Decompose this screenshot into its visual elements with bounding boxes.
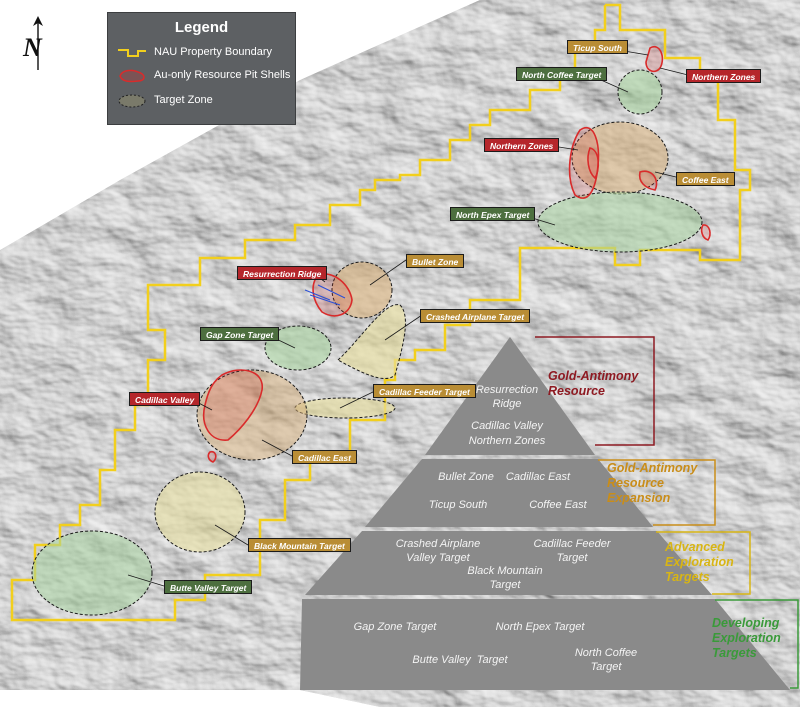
pyramid-tier-1	[425, 337, 595, 455]
pyramid-item-northern-zones: Northern Zones	[468, 435, 546, 447]
pyramid-item-black-mountain: Black Mountain Target	[467, 565, 543, 591]
category-advanced-exploration: Advanced Exploration Targets	[665, 540, 734, 584]
label-bullet-zone: Bullet Zone	[406, 254, 465, 268]
pit-shell-northern-1	[568, 127, 600, 199]
bracket-developing	[715, 599, 799, 689]
pyramid-tier-4	[300, 599, 790, 690]
pit-shell-resurrection	[312, 273, 353, 317]
legend-item-label: NAU Property Boundary	[154, 46, 272, 58]
legend-item-boundary: NAU Property Boundary	[116, 45, 291, 61]
north-arrow-letter: N	[22, 33, 43, 62]
pit-shells	[203, 45, 711, 463]
pyramid-item-cadillac-valley: Cadillac Valley	[471, 420, 543, 432]
pyramid-item-bullet-zone: Bullet Zone	[438, 471, 494, 483]
label-cadillac-valley: Cadillac Valley	[129, 392, 201, 406]
north-arrow-icon: N	[22, 16, 43, 70]
pit-shell-cadillac	[203, 369, 263, 441]
north-arrow: N	[14, 14, 54, 72]
label-coffee-east: Coffee East	[676, 172, 735, 186]
category-brackets	[535, 336, 799, 689]
pit-shell-ticup	[645, 45, 664, 73]
label-ticup-south: Ticup South	[567, 40, 628, 54]
label-cadillac-feeder-target: Cadillac Feeder Target	[373, 384, 476, 398]
pyramid-tier-3	[305, 531, 712, 595]
label-gap-zone-target: Gap Zone Target	[200, 327, 280, 341]
pyramid-item-resurrection-ridge: Resurrection Ridge	[475, 384, 539, 410]
legend-panel: Legend NAU Property Boundary Au-only Res…	[107, 12, 296, 125]
target-zone-butte-valley	[31, 530, 153, 616]
drillhole-markers	[304, 284, 346, 306]
target-zone-gap	[264, 325, 332, 371]
pit-shell-coffee-east	[638, 170, 658, 191]
target-zone-bullet	[331, 261, 393, 319]
category-gold-antimony-resource: Gold-Antimony Resource	[548, 369, 639, 398]
legend-item-label: Target Zone	[154, 94, 213, 106]
bracket-advanced	[656, 531, 751, 595]
label-north-epex-target: North Epex Target	[450, 207, 536, 221]
pyramid-item-cadillac-east: Cadillac East	[505, 471, 571, 483]
label-black-mountain-target: Black Mountain Target	[248, 538, 351, 552]
pyramid	[300, 337, 790, 690]
pit-shell-cadillac-small	[207, 450, 217, 463]
legend-item-pit-shell: Au-only Resource Pit Shells	[116, 68, 291, 84]
target-zone-black-mountain	[154, 471, 246, 553]
legend-item-target-zone: Target Zone	[116, 93, 291, 109]
target-zone-cadillac-feeder	[294, 397, 396, 419]
label-cadillac-east: Cadillac East	[292, 450, 357, 464]
bracket-resource	[535, 336, 655, 446]
category-developing-exploration: Developing Exploration Targets	[712, 616, 781, 660]
target-zone-north-coffee	[617, 69, 663, 115]
pyramid-item-north-epex: North Epex Target	[495, 621, 585, 633]
pyramid-item-north-coffee: North Coffee Target	[574, 647, 638, 673]
label-resurrection-ridge: Resurrection Ridge	[237, 266, 328, 280]
target-zone-cadillac-east	[196, 369, 308, 461]
pyramid-item-crashed-airplane: Crashed Airplane Valley Target	[395, 538, 481, 564]
bracket-expansion	[598, 459, 716, 526]
pyramid-item-ticup-south: Ticup South	[428, 499, 488, 511]
pyramid-item-cadillac-feeder: Cadillac Feeder Target	[533, 538, 611, 564]
label-northern-zones: Northern Zones	[484, 138, 560, 152]
label-north-coffee-target: North Coffee Target	[516, 67, 608, 81]
pit-shell-epex	[700, 224, 711, 241]
target-zone-symbol-icon	[118, 94, 146, 108]
target-zone-north-epex	[537, 191, 703, 253]
pyramid-item-butte-valley: Butte Valley Target	[412, 654, 508, 666]
pit-shell-symbol-icon	[119, 69, 145, 83]
property-boundary	[10, 3, 752, 622]
category-resource-expansion: Gold-Antimony Resource Expansion	[607, 461, 698, 505]
pit-shell-northern-2	[587, 147, 600, 180]
boundary-symbol-icon	[118, 49, 146, 57]
pyramid-tier-2	[365, 459, 653, 527]
label-crashed-airplane-target: Crashed Airplane Target	[420, 309, 531, 323]
label-northern-zones-east: Northern Zones	[686, 69, 762, 83]
target-zone-crashed-airplane	[337, 304, 406, 380]
pyramid-item-coffee-east: Coffee East	[529, 499, 587, 511]
legend-title: Legend	[174, 19, 229, 36]
target-zones	[31, 69, 703, 616]
pyramid-item-gap-zone: Gap Zone Target	[353, 621, 437, 633]
legend-item-label: Au-only Resource Pit Shells	[154, 69, 291, 81]
label-butte-valley-target: Butte Valley Target	[164, 580, 253, 594]
